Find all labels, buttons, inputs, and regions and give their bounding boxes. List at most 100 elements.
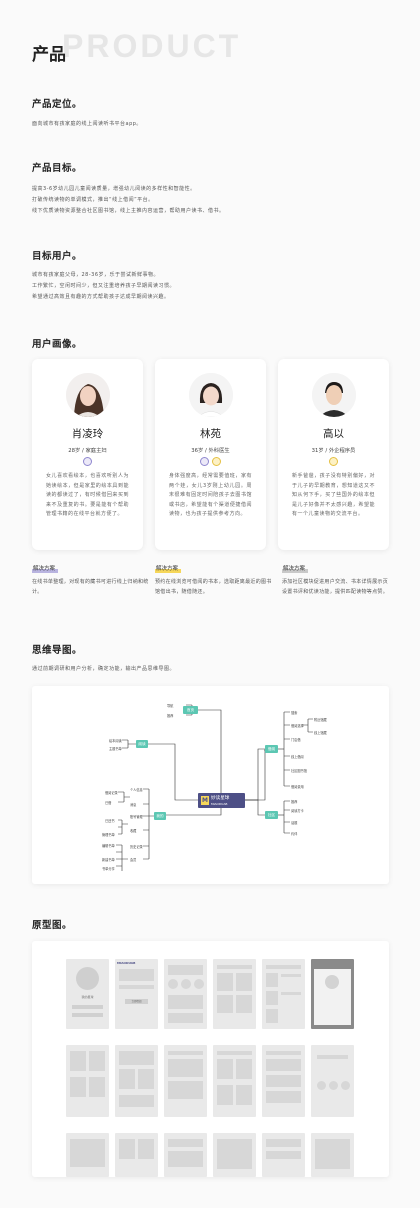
wireframe-screen — [311, 959, 354, 1029]
persona-name: 林苑 — [200, 428, 221, 440]
mindmap-leaf: 借阅记录 — [105, 791, 118, 795]
wireframe-screen — [262, 1045, 305, 1117]
user-line-3: 希望通过高效且有趣的方式帮助孩子达成早期阅读兴趣。 — [32, 294, 170, 300]
section-heading-prototype: 原型图。 — [32, 920, 73, 931]
mindmap-leaf: 线上借阅 — [291, 755, 304, 759]
mindmap-node-home: 首页 — [183, 706, 198, 714]
wireframe-screen: MIAODUAB 立即借阅 — [115, 959, 158, 1029]
mindmap-leaf: 话题 — [291, 821, 298, 825]
persona-subtitle: 28岁 / 家庭主妇 — [68, 448, 107, 454]
mindmap-leaf: 附近馆藏 — [314, 718, 327, 722]
user-line-2: 工作繁忙，空闲时间少，但又注重培养孩子早期阅读习惯。 — [32, 283, 176, 289]
wireframe-screen — [213, 1133, 256, 1177]
wireframe-screen: 我的星球 — [66, 959, 109, 1029]
mindmap-leaf: 绘本阅读 — [109, 739, 122, 743]
wireframe-screen — [164, 1045, 207, 1117]
mindmap-leaf: 已借 — [105, 801, 112, 805]
mindmap-leaf: 个人信息 — [130, 788, 143, 792]
highlight-bar — [155, 569, 181, 573]
mindmap-leaf: 新建书单 — [102, 858, 115, 862]
user-line-1: 城市有孩家庭父母，28-36岁，乐于尝试新鲜事物。 — [32, 272, 160, 278]
solution-text: 在线书单整理，对现有的藏书可进行线上归纳和统计。 — [32, 579, 149, 595]
mindmap-node-community: 社区 — [265, 811, 278, 819]
smile-icon — [83, 457, 92, 466]
mindmap-leaf: 账号管理 — [130, 815, 143, 819]
mindmap-leaf: 社区图书馆 — [291, 769, 307, 773]
positioning-text: 面向城市有孩家庭的线上阅读听书平台app。 — [32, 121, 142, 127]
wireframe-screen — [311, 1133, 354, 1177]
solution-text: 预约在线浏览可借阅的书本，选取距离最近的图书馆借出书，随借随还。 — [155, 579, 272, 595]
mindmap-leaf: 主题书单 — [109, 747, 122, 751]
wireframe-screen — [262, 1133, 305, 1177]
mindmap-leaf: 推荐 — [167, 714, 174, 718]
solution-label: 解决方案 — [33, 566, 56, 572]
mindmap-leaf: 导航 — [167, 704, 174, 708]
section-heading-mindmap: 思维导图。 — [32, 645, 83, 656]
persona-card: 肖凌玲 28岁 / 家庭主妇 女儿喜欢看绘本，也喜欢听别人为她读绘本，但是家里的… — [32, 359, 143, 550]
mindmap-node-read: 阅读 — [136, 740, 148, 748]
wireframe-screen — [213, 959, 256, 1029]
center-subtitle: MIAODUAB — [211, 801, 228, 806]
highlight-bar — [32, 569, 58, 573]
mindmap-leaf: 书单分享 — [102, 867, 115, 871]
solution-text: 添加社区模块促进用户交流、书本详情展示页设置书评和优读功能，提供匹配读物等点赞。 — [282, 579, 389, 595]
mindmap-panel: M 妙读星球 MIAODUAB 首页 阅读 借阅 我的 社区 导航 推荐 绘本阅… — [32, 686, 389, 884]
center-title: 妙读星球 — [211, 796, 230, 801]
section-heading-personas: 用户画像。 — [32, 339, 83, 350]
goal-line-3: 线下优质读物资源整合社区图书馆，线上主推内容运营，帮助用户读书、借书。 — [32, 208, 225, 214]
wireframe-screen — [262, 959, 305, 1029]
mindmap-leaf: 编辑书单 — [102, 844, 115, 848]
persona-name: 高以 — [323, 428, 344, 440]
mindmap-connectors — [116, 704, 313, 871]
mindmap-leaf: 搜索 — [291, 711, 298, 715]
goal-line-1: 提高3-6岁幼儿园儿童阅读质量，增强幼儿阅读的多样性和智能性。 — [32, 186, 196, 192]
solution-label: 解决方案 — [283, 566, 306, 572]
mindmap-leaf: 管理书单 — [102, 833, 115, 837]
section-heading-goals: 产品目标。 — [32, 163, 83, 174]
mindmap-center-node: M 妙读星球 MIAODUAB — [198, 793, 245, 808]
mindmap-leaf: 历史记录 — [130, 845, 143, 849]
smile-icon — [200, 457, 209, 466]
mindmap-node-borrow: 借阅 — [265, 745, 278, 753]
mindmap-leaf: 会员 — [130, 858, 137, 862]
section-heading-users: 目标用户。 — [32, 251, 83, 262]
persona-subtitle: 31岁 / 外企程序员 — [311, 448, 356, 454]
mindmap-leaf: 收藏 — [130, 829, 137, 833]
wireframe-screen — [213, 1045, 256, 1117]
page-title: 产品 — [32, 45, 66, 65]
mindmap-node-mine: 我的 — [154, 812, 166, 820]
persona-card: 高以 31岁 / 外企程序员 新手爸爸，孩子没有特别偏好，对于儿子的早期教育，想… — [278, 359, 389, 550]
prototype-panel: 我的星球 MIAODUAB 立即借阅 — [32, 941, 389, 1177]
avatar — [66, 373, 110, 417]
wireframe-screen — [115, 1045, 158, 1117]
wireframe-screen — [66, 1045, 109, 1117]
wireframe-screen — [115, 1133, 158, 1177]
wireframe-button: 立即借阅 — [125, 999, 148, 1004]
persona-description: 新手爸爸，孩子没有特别偏好，对于儿子的早期教育，想知道这又不知从何下手，买了些国… — [292, 473, 375, 517]
persona-description: 女儿喜欢看绘本，也喜欢听别人为她读绘本，但是家里的绘本具到能读的都读过了，有时候… — [46, 473, 129, 517]
wireframe-screen — [164, 1133, 207, 1177]
smile-icon — [212, 457, 221, 466]
mindmap-leaf: 约伴 — [291, 832, 298, 836]
persona-name: 肖凌玲 — [71, 428, 104, 440]
mindmap-leaf: 门店借 — [291, 738, 301, 742]
mindmap-leaf: 阅读打卡 — [291, 809, 304, 813]
wireframe-screen — [311, 1045, 354, 1117]
goal-line-2: 打破传统读物的单调模式，推出“线上借阅”平台。 — [32, 197, 154, 203]
mindmap-leaf: 推荐 — [291, 800, 298, 804]
section-heading-positioning: 产品定位。 — [32, 99, 83, 110]
avatar — [189, 373, 233, 417]
mindmap-leaf: 消息 — [130, 803, 137, 807]
mindmap-leaf: 借阅选择 — [291, 724, 304, 728]
wireframe-screen — [66, 1133, 109, 1177]
highlight-bar — [282, 569, 308, 573]
wireframe-logo: MIAODUAB — [117, 961, 136, 965]
wireframe-screen — [164, 959, 207, 1029]
mindmap-leaf: 借阅费用 — [291, 785, 304, 789]
logo-mark: M — [201, 796, 209, 805]
wireframe-title: 我的星球 — [81, 995, 94, 999]
mindmap-description: 通过前期调研和用户分析，确定功能，输出产品思维导图。 — [32, 666, 176, 672]
persona-description: 身体强度高，经常需要值班，家有两个娃，女儿3岁刚上幼儿园。周末很难有固定时间陪孩… — [169, 473, 252, 517]
solution-label: 解决方案 — [156, 566, 179, 572]
persona-subtitle: 36岁 / 外科医生 — [191, 448, 230, 454]
